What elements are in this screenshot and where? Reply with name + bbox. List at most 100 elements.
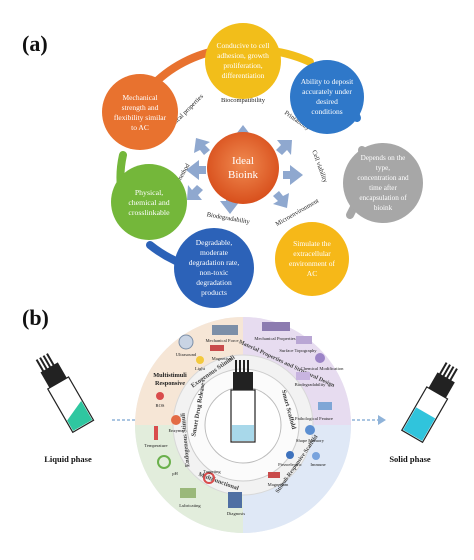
arrow-right: [283, 165, 303, 185]
center-arrows: [186, 125, 303, 214]
chemical-modification-icon: [315, 353, 325, 363]
item-immune: Immune: [310, 462, 325, 467]
node-upper-left-circle: [102, 74, 178, 150]
piezoelectric-icon: [286, 451, 294, 459]
node-left-line-0: Physical,: [135, 188, 163, 197]
panel-b-label: (b): [22, 305, 49, 330]
arrow-upper-right: [276, 140, 292, 155]
magnet-bottom-icon: [268, 472, 280, 478]
solid-phase-vial: [400, 362, 458, 444]
solid-fill-right: [403, 407, 436, 441]
targeting-icon: [203, 472, 215, 484]
center-text-1: Ideal: [232, 155, 254, 167]
node-lower-right-line-0: Simulate the: [293, 239, 331, 248]
item-lubricating: Lubricating: [179, 503, 201, 508]
node-bottom-line-3: non-toxic: [200, 268, 229, 277]
ultrasound-icon: [178, 334, 194, 350]
node-lower-right: Simulate the extracellular environment o…: [275, 222, 349, 296]
node-upper-right-line-3: conditions: [311, 107, 342, 116]
item-ros: ROS: [156, 403, 165, 408]
node-left: Physical, chemical and crosslinkable: [111, 164, 187, 240]
node-top-line-1: adhesion, growth: [217, 51, 269, 60]
arrow-lower-right: [273, 191, 289, 208]
bioink-wheel: Exogenous Stimuli Material Properties an…: [135, 317, 351, 533]
center-vial-liquid: [232, 425, 254, 441]
item-temperature: Temperature: [144, 443, 167, 448]
liquid-phase-label: Liquid phase: [44, 454, 92, 464]
temperature-icon: [154, 426, 158, 440]
mechanical-force-icon: [212, 325, 238, 335]
node-upper-left-line-2: flexibility similar: [114, 113, 167, 122]
item-biodegradability: Biodegradability: [295, 382, 327, 387]
node-bottom-line-4: degradation: [196, 278, 232, 287]
node-top-line-3: differentiation: [222, 71, 265, 80]
node-upper-right: Ability to deposit accurately under desi…: [290, 60, 364, 134]
node-upper-left-line-0: Mechanical: [123, 93, 158, 102]
node-top-circle: [205, 23, 281, 99]
center-circle: [207, 132, 279, 204]
node-upper-left-line-1: strength and: [122, 103, 159, 112]
node-lower-right-line-2: environment of: [289, 259, 336, 268]
label-cell-viability: Cell viability: [310, 149, 329, 184]
liquid-phase-vial: [35, 353, 95, 434]
arrow-left: [186, 160, 206, 180]
node-bottom-line-2: degradation rate,: [189, 258, 240, 267]
light-icon: [196, 356, 204, 364]
node-right-line-1: type,: [376, 164, 390, 172]
item-targeting: Targeting: [203, 469, 221, 474]
node-upper-left: Mechanical strength and flexibility simi…: [102, 74, 178, 150]
label-biodegradability: Biodegradability: [206, 211, 251, 226]
ros-icon: [156, 392, 164, 400]
node-left-line-1: chemical and: [128, 198, 169, 207]
node-right-line-3: time after: [369, 184, 397, 192]
node-right-line-0: Depends on the: [361, 154, 406, 162]
node-left-circle: [111, 164, 187, 240]
node-lower-right-line-3: AC: [307, 269, 317, 278]
diagnosis-icon: [228, 492, 242, 508]
node-right-circle: [343, 143, 423, 223]
biodegradability-icon: [296, 372, 310, 380]
item-pathological: Pathological Feature: [295, 416, 333, 421]
node-bottom-line-1: moderate: [200, 248, 229, 257]
node-top-line-0: Conducive to cell: [217, 41, 270, 50]
node-bottom-line-5: products: [201, 288, 227, 297]
node-left-line-2: crosslinkable: [128, 208, 170, 217]
node-upper-right-line-1: accurately under: [302, 87, 352, 96]
node-bottom-circle: [174, 228, 254, 308]
panel-a-label: (a): [22, 31, 48, 56]
item-chemical-modification: Chemical Modification: [301, 366, 344, 371]
item-mechanical-properties: Mechanical Properties: [254, 336, 295, 341]
item-enzyme: Enzyme: [168, 428, 183, 433]
node-upper-right-circle: [290, 60, 364, 134]
node-upper-left-line-3: to AC: [131, 123, 149, 132]
node-lower-right-line-1: extracellular: [293, 249, 331, 258]
item-magnetism-bottom: Magnetism: [268, 482, 289, 487]
phase-arrow-right: [352, 415, 386, 425]
ph-icon: [157, 455, 171, 469]
node-right-line-4: encapsulation of: [359, 194, 407, 202]
node-top-line-2: proliferation,: [223, 61, 262, 70]
pathological-icon: [318, 402, 332, 410]
arrow-lower-left: [187, 185, 203, 200]
item-mechanical-force: Mechanical Force: [205, 338, 238, 343]
node-bottom-line-0: Degradable,: [196, 238, 233, 247]
immune-icon: [312, 452, 320, 460]
arrow-upper-left: [194, 138, 210, 155]
liquid-fill-left: [67, 400, 93, 431]
node-upper-right-line-2: desired: [316, 97, 338, 106]
node-bottom: Degradable, moderate degradation rate, n…: [174, 228, 254, 308]
mechanical-properties-icon: [262, 322, 290, 331]
arrow-down: [220, 194, 240, 214]
item-magnetism-top: Magnetism: [212, 356, 233, 361]
ring-endogenous: Endogenous Stimuli: [180, 413, 192, 468]
item-surface-topography: Surface Topography: [279, 348, 317, 353]
multistimuli-subtitle: Responsive: [155, 380, 185, 387]
node-top: Conducive to cell adhesion, growth proli…: [205, 23, 281, 99]
label-biocompatibility: Biocompatibility: [221, 97, 266, 104]
node-lower-right-circle: [275, 222, 349, 296]
surface-topography-icon: [296, 336, 312, 344]
item-ph: pH: [172, 471, 178, 476]
shape-memory-icon: [305, 425, 315, 435]
item-light: Light: [195, 366, 206, 371]
